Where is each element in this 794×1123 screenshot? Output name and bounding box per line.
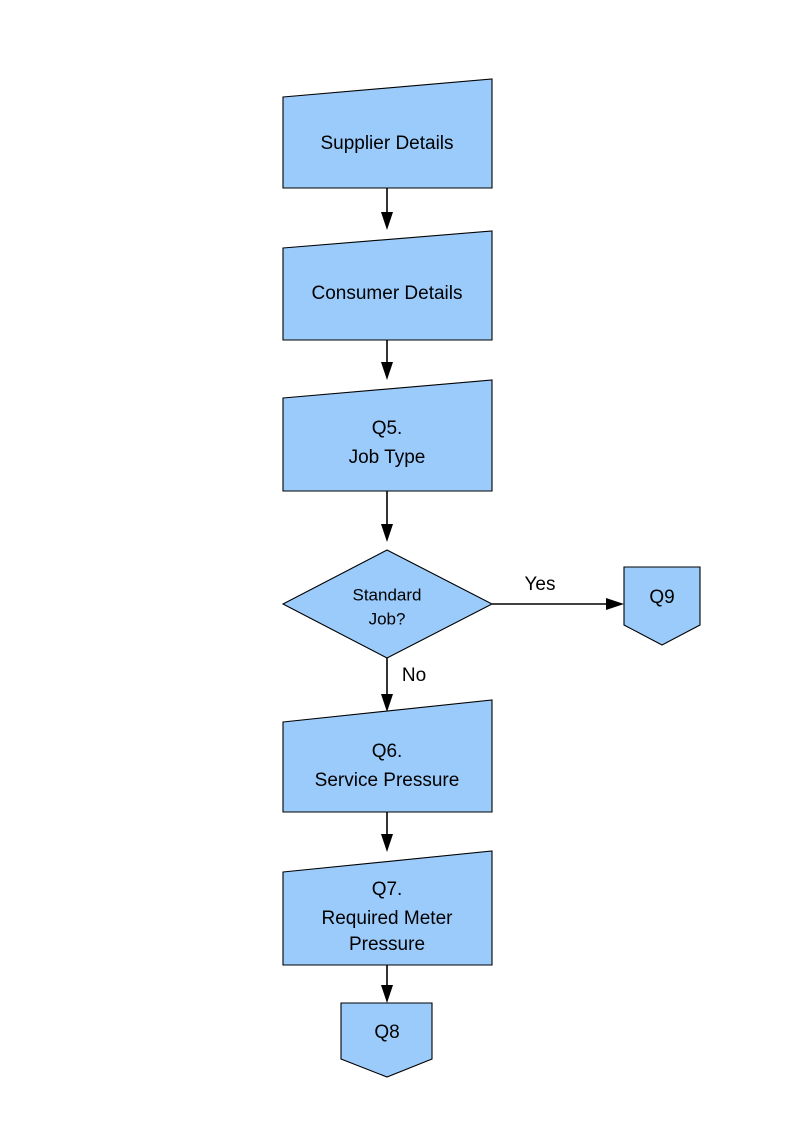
- node-q7-required-meter-pressure[interactable]: Q7. Required Meter Pressure: [282, 850, 493, 966]
- q8-connector-label: Q8: [374, 1022, 399, 1043]
- supplier-details-shape: [282, 78, 493, 189]
- edge-q6-to-q7: [381, 812, 393, 852]
- node-q8-connector[interactable]: Q8: [340, 1002, 433, 1078]
- edge-consumer-to-q5-arrowhead: [381, 362, 393, 380]
- q5-job-type-label-line2: Job Type: [349, 447, 426, 468]
- q7-required-meter-pressure-label-line2: Required Meter: [322, 908, 454, 929]
- edge-q7-to-q8-arrowhead: [381, 985, 393, 1003]
- edge-decision-to-q9-arrowhead: [606, 598, 624, 610]
- node-standard-job-decision[interactable]: Standard Job?: [281, 549, 494, 659]
- edge-q5-to-decision-arrowhead: [381, 524, 393, 542]
- q7-required-meter-pressure-shape: [282, 850, 493, 966]
- q9-connector-label: Q9: [649, 587, 674, 608]
- edge-decision-to-q6: No: [381, 658, 426, 712]
- q5-job-type-shape: [282, 379, 493, 492]
- consumer-details-shape: [282, 230, 493, 341]
- q5-job-type-label-line1: Q5.: [372, 418, 403, 439]
- q7-required-meter-pressure-label-line3: Pressure: [349, 934, 425, 955]
- standard-job-decision-label-line1: Standard: [353, 585, 422, 604]
- edge-supplier-to-consumer-arrowhead: [381, 212, 393, 230]
- edge-label-yes: Yes: [525, 574, 556, 595]
- node-supplier-details[interactable]: Supplier Details: [282, 78, 493, 189]
- edge-decision-to-q9: Yes: [492, 574, 624, 610]
- node-q9-connector[interactable]: Q9: [623, 566, 701, 646]
- node-consumer-details[interactable]: Consumer Details: [282, 230, 493, 341]
- node-q5-job-type[interactable]: Q5. Job Type: [282, 379, 493, 492]
- q7-required-meter-pressure-label-line1: Q7.: [372, 879, 403, 900]
- edge-q6-to-q7-arrowhead: [381, 834, 393, 852]
- edge-q7-to-q8: [381, 965, 393, 1003]
- node-q6-service-pressure[interactable]: Q6. Service Pressure: [282, 699, 493, 813]
- q6-service-pressure-label-line1: Q6.: [372, 741, 403, 762]
- edge-supplier-to-consumer: [381, 188, 393, 230]
- edge-q5-to-decision: [381, 491, 393, 542]
- edge-label-no: No: [402, 665, 426, 686]
- q9-connector-shape: [623, 566, 701, 646]
- q6-service-pressure-label-line2: Service Pressure: [315, 770, 460, 791]
- q6-service-pressure-shape: [282, 699, 493, 813]
- standard-job-decision-label-line2: Job?: [369, 609, 406, 628]
- q8-connector-shape: [340, 1002, 433, 1078]
- consumer-details-label: Consumer Details: [312, 283, 463, 304]
- edge-consumer-to-q5: [381, 340, 393, 380]
- supplier-details-label: Supplier Details: [320, 133, 453, 154]
- edge-decision-to-q6-arrowhead: [381, 694, 393, 712]
